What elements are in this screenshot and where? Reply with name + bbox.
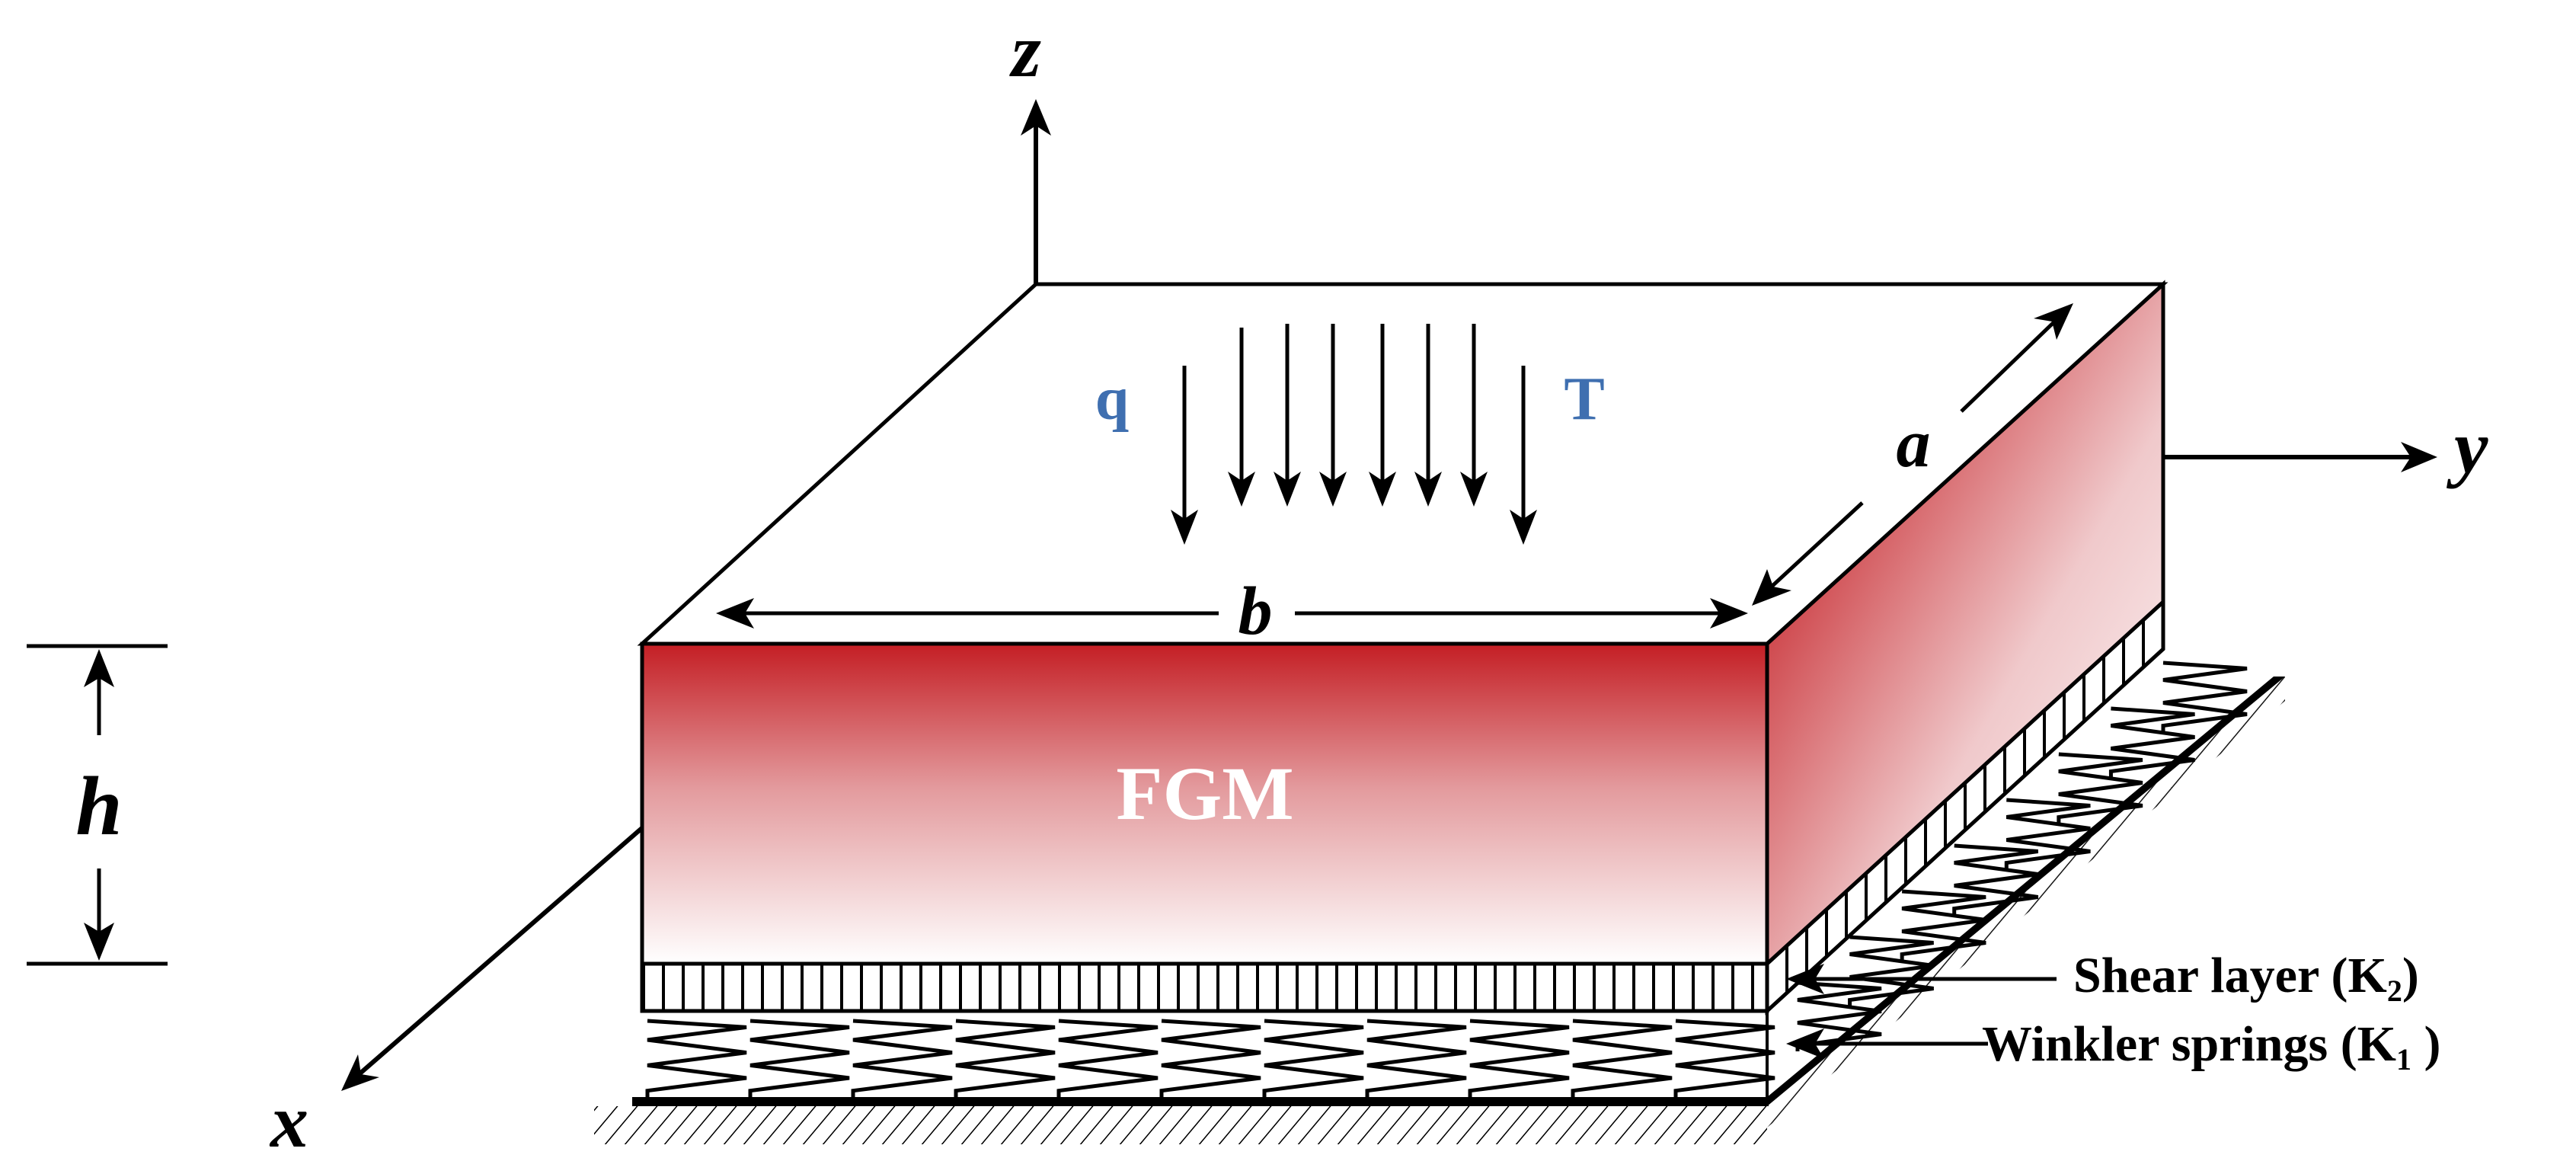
load-arrow — [1414, 324, 1442, 507]
y-axis — [2163, 442, 2437, 472]
winkler-springs-label: Winkler springs (K1 ) — [1982, 1016, 2441, 1076]
winkler-springs-close: ) — [2411, 1016, 2440, 1072]
load-arrow — [1319, 324, 1347, 507]
shear-layer-subscript: 2 — [2387, 974, 2402, 1008]
winkler-spring — [851, 1019, 953, 1097]
a-dimension-label: a — [1897, 406, 1931, 481]
y-axis-label: y — [2446, 405, 2488, 489]
winkler-spring-side — [2161, 661, 2248, 731]
winkler-springs-text: Winkler springs (K — [1982, 1016, 2396, 1072]
load-arrow — [1460, 324, 1488, 507]
load-arrow — [1369, 324, 1396, 507]
winkler-spring — [748, 1019, 850, 1097]
plate-front-face — [640, 641, 1769, 966]
winkler-spring-side — [2004, 798, 2091, 869]
fgm-label: FGM — [1116, 751, 1293, 836]
ground-hatching — [594, 677, 2285, 1144]
shear-layer-close: ) — [2402, 948, 2419, 1003]
shear-layer-label: Shear layer (K2) — [2073, 948, 2419, 1008]
winkler-spring-side — [1900, 889, 1986, 960]
winkler-spring-side — [1848, 935, 1934, 1006]
b-dimension-label: b — [1238, 574, 1273, 649]
winkler-spring — [1262, 1019, 1364, 1097]
winkler-spring — [1571, 1019, 1673, 1097]
a-dimension-arrow — [1752, 303, 2073, 606]
temperature-T-label: T — [1564, 366, 1604, 433]
winkler-spring-side — [1952, 843, 2039, 914]
z-axis — [1021, 99, 1051, 286]
load-arrow — [1171, 366, 1198, 545]
h-dimension-arrow — [27, 644, 168, 966]
winkler-springs-side — [1795, 661, 2248, 1051]
shear-layer-front — [640, 961, 1769, 1013]
winkler-spring — [1056, 1019, 1159, 1097]
x-axis-label: x — [269, 1079, 308, 1163]
winkler-spring-side — [2057, 752, 2143, 823]
winkler-spring — [954, 1019, 1056, 1097]
h-dimension-label: h — [75, 760, 122, 853]
winkler-spring — [1673, 1019, 1775, 1097]
x-axis — [341, 824, 645, 1091]
shear-layer-side — [1765, 597, 2165, 1016]
distributed-load-arrows — [1171, 324, 1537, 545]
shear-layer-text: Shear layer (K — [2073, 948, 2387, 1003]
winkler-spring-side — [2108, 706, 2195, 777]
load-arrow — [1274, 324, 1301, 507]
load-arrow — [1510, 366, 1537, 545]
winkler-spring — [1468, 1019, 1570, 1097]
load-arrow — [1228, 328, 1255, 507]
winkler-springs-subscript: 1 — [2396, 1042, 2411, 1076]
b-dimension-arrow — [716, 598, 1748, 629]
winkler-springs-front — [645, 1019, 1775, 1097]
shear-layer-pointer — [1786, 964, 2057, 994]
z-axis-label: z — [1009, 8, 1041, 93]
winkler-spring — [1365, 1019, 1467, 1097]
load-q-label: q — [1095, 366, 1130, 433]
winkler-pointer — [1786, 1028, 1988, 1059]
winkler-spring — [645, 1019, 747, 1097]
winkler-spring — [1159, 1019, 1261, 1097]
